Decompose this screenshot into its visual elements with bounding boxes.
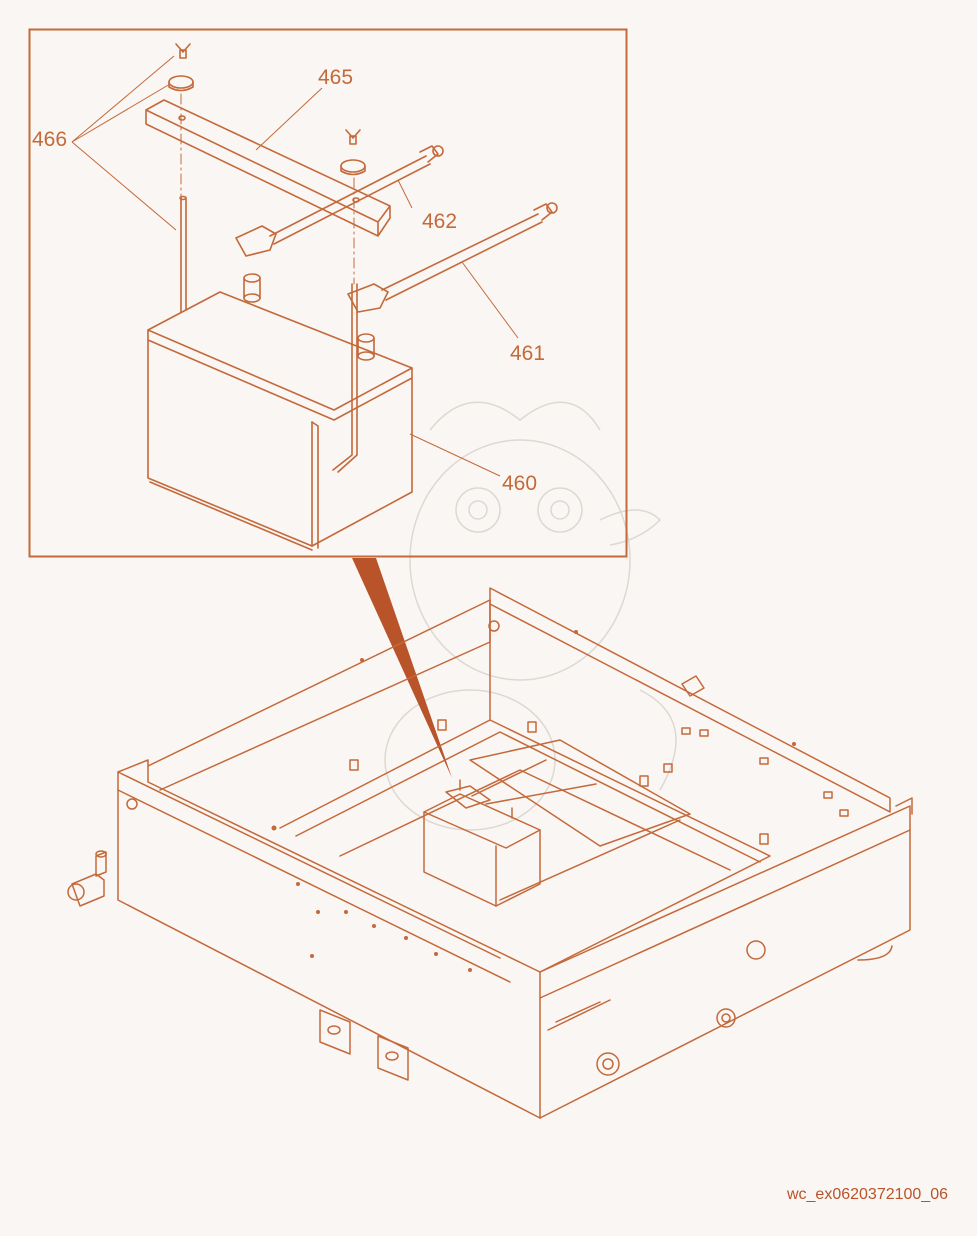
document-id: wc_ex0620372100_06 [786,1186,948,1203]
clamp-bar [145,99,391,237]
detail-battery-assembly [145,43,558,551]
battery-terminal-right [357,333,375,361]
right-wall [539,805,911,1119]
battery-tray [469,739,691,847]
hold-down-rod-right [332,283,358,473]
lift-bracket-right [377,1035,409,1081]
lift-bracket-left [319,1009,351,1055]
back-panel-right [489,587,891,813]
battery-terminal-left [243,273,261,303]
battery-in-frame [423,759,597,907]
callout-465: 465 [318,66,353,89]
callout-460: 460 [502,472,537,495]
callout-461: 461 [510,342,545,365]
frame-holes [271,630,796,972]
battery-front [147,339,313,547]
battery-side [311,377,413,547]
base-frame-assembly [67,587,913,1119]
detail-pointer [352,558,452,778]
callout-462: 462 [422,210,457,233]
cable-461 [347,202,558,313]
callout-466: 466 [32,128,67,151]
left-wall [117,759,541,1119]
watermark [384,401,677,831]
wing-nut-right [340,129,366,176]
cable-462 [235,145,444,257]
wing-nut-left [168,43,194,92]
leader-lines [71,55,519,477]
detail-box-frame [28,28,628,558]
fitting-left [71,873,105,907]
hold-down-rod-left [180,197,187,313]
